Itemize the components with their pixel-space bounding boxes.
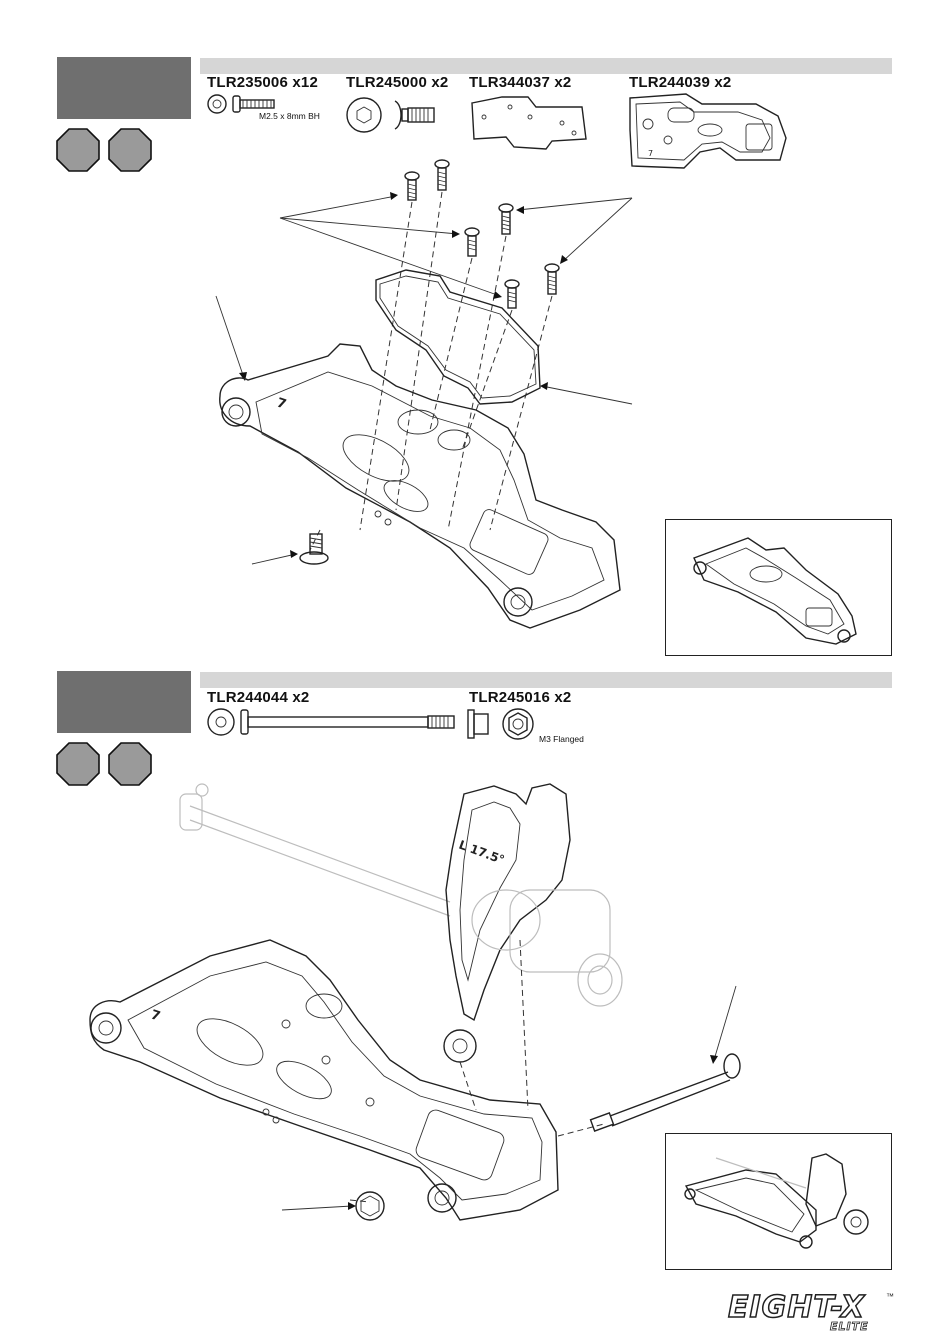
logo-tm: ™ xyxy=(886,1292,894,1301)
flat-head-screw-icon xyxy=(345,95,445,139)
screw-graphic-d xyxy=(465,228,479,256)
part-code-2: TLR245000 x2 xyxy=(346,74,448,91)
step-2-header-bar xyxy=(200,672,892,688)
hex-badge-right xyxy=(109,129,151,171)
part-code-4: TLR244039 x2 xyxy=(629,74,731,91)
arm-number-mark-2: 7 xyxy=(149,1008,162,1025)
arm-number-mark: 7 xyxy=(275,396,288,413)
part-code-5: TLR244044 x2 xyxy=(207,689,309,706)
part-code-1: TLR235006 x12 xyxy=(207,74,318,91)
step-1-completed-inset xyxy=(665,519,892,656)
hinge-pin-icon xyxy=(207,706,457,740)
step-1-header-bar xyxy=(200,58,892,74)
flanged-locknut-icon xyxy=(466,706,536,746)
screw-graphic-e xyxy=(545,264,559,294)
arm-insert-plate-icon xyxy=(470,93,590,153)
axle-hub-graphic xyxy=(472,890,622,1006)
step-1-number-box xyxy=(57,57,191,119)
screw-graphic-f xyxy=(505,280,519,308)
part-note-6: M3 Flanged xyxy=(539,734,584,744)
brand-logo: EIGHT-X ™ ELITE xyxy=(728,1292,898,1336)
hinge-pin-graphic xyxy=(591,1054,740,1131)
hex-badge-right xyxy=(109,743,151,785)
driveshaft-graphic xyxy=(180,784,450,916)
logo-sub-text: ELITE xyxy=(830,1320,869,1333)
screw-graphic-a xyxy=(405,172,419,200)
hub-carrier-graphic: L 17.5° xyxy=(444,784,570,1062)
screw-graphic-c xyxy=(499,204,513,234)
step-2-completed-inset xyxy=(665,1133,892,1270)
hex-badge-left xyxy=(57,129,99,171)
hex-badge-left xyxy=(57,743,99,785)
flanged-nut-graphic xyxy=(356,1192,384,1220)
button-head-screw-icon xyxy=(207,92,277,122)
step-1-hex-badges xyxy=(55,128,155,174)
part-code-3: TLR344037 x2 xyxy=(469,74,571,91)
part-code-6: TLR245016 x2 xyxy=(469,689,571,706)
step-2-number-box xyxy=(57,671,191,733)
flat-head-screw-graphic xyxy=(300,534,328,564)
lower-arm-graphic: 7 xyxy=(220,344,620,628)
hub-angle-mark: L 17.5° xyxy=(457,838,506,867)
screw-graphic-b xyxy=(435,160,449,190)
